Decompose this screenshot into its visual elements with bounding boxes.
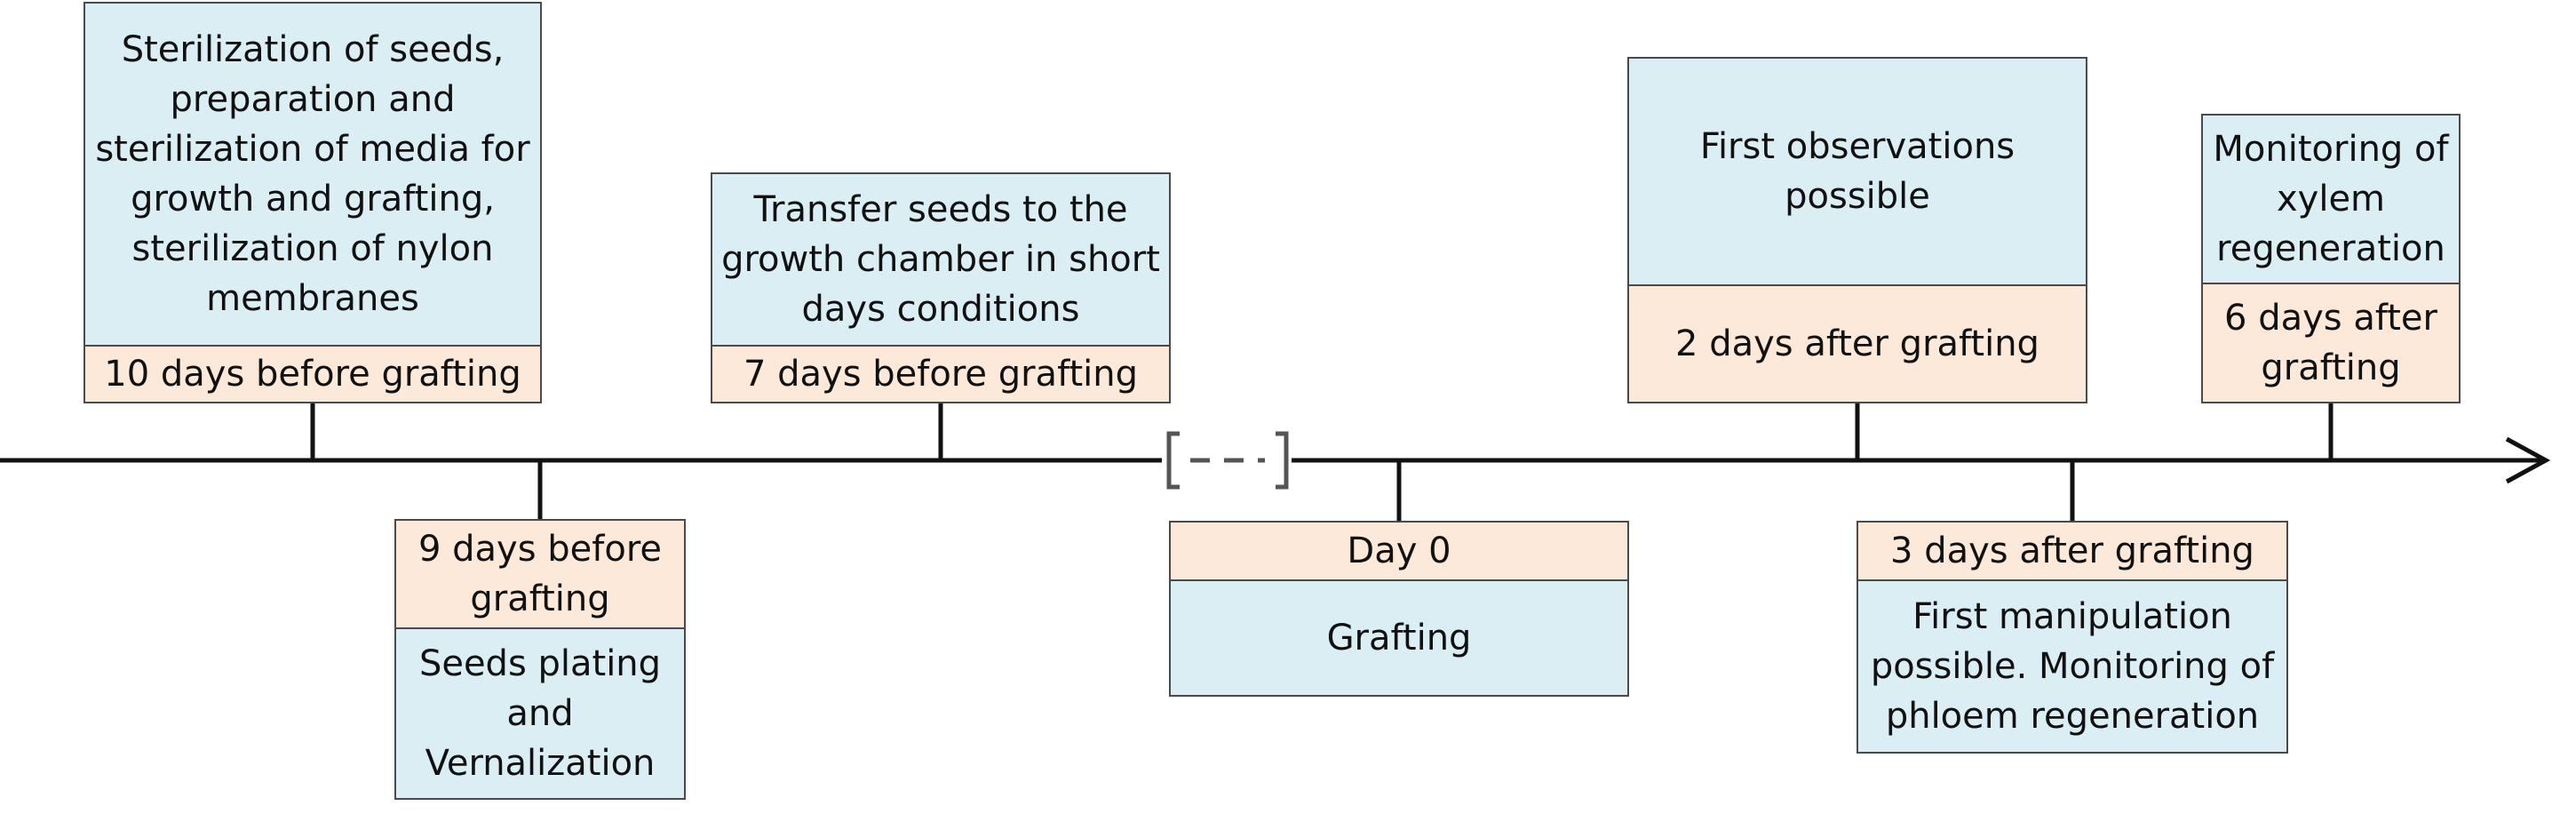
event-date-label: 6 days after grafting [2203, 283, 2459, 402]
event-date-label: 3 days after grafting [1858, 523, 2286, 579]
time-break-icon [1166, 431, 1289, 490]
event-description: Sterilization of seeds, preparation and … [85, 4, 540, 345]
event-day-0: Day 0 Grafting [1169, 521, 1629, 697]
event-description: First manipulation possible. Monitoring … [1858, 579, 2286, 752]
event-day-plus-3: 3 days after grafting First manipulation… [1856, 521, 2288, 754]
event-date-label: 7 days before grafting [712, 345, 1169, 402]
event-description: Seeds plating and Vernalization [396, 627, 684, 798]
event-day-minus-9: 9 days before grafting Seeds plating and… [394, 519, 686, 800]
event-date-label: 9 days before grafting [396, 521, 684, 627]
event-day-plus-6: Monitoring of xylem regeneration 6 days … [2201, 114, 2461, 403]
event-description: Grafting [1171, 579, 1627, 695]
event-description: First observations possible [1629, 59, 2086, 284]
event-date-label: 2 days after grafting [1629, 284, 2086, 402]
event-date-label: Day 0 [1171, 523, 1627, 579]
event-description: Transfer seeds to the growth chamber in … [712, 174, 1169, 345]
event-day-minus-7: Transfer seeds to the growth chamber in … [711, 172, 1171, 403]
event-description: Monitoring of xylem regeneration [2203, 116, 2459, 283]
event-day-plus-2: First observations possible 2 days after… [1627, 57, 2087, 403]
timeline-arrow-head-icon [2505, 436, 2551, 484]
event-day-minus-10: Sterilization of seeds, preparation and … [83, 2, 542, 403]
event-date-label: 10 days before grafting [85, 345, 540, 402]
